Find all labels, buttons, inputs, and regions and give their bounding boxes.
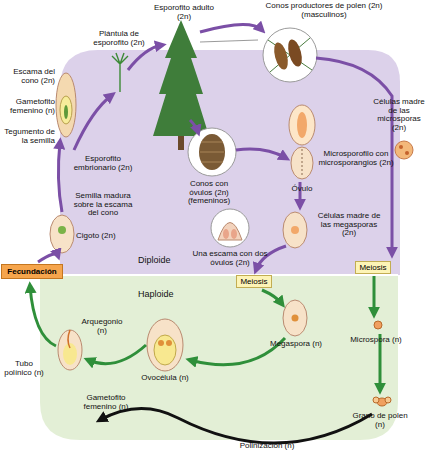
process-box: Fecundación: [1, 264, 63, 279]
stage-label: Gametofito femenino (n): [1, 98, 55, 115]
box-text: Meiosis: [359, 264, 386, 272]
ovule: [147, 319, 183, 371]
stage-label: Óvulo: [286, 185, 318, 194]
stage-label: Cigoto (2n): [76, 232, 120, 241]
stage-label: Polinización (n): [232, 442, 302, 451]
megaspore: [292, 315, 299, 322]
egg-cell: [158, 340, 164, 346]
phase-divider: [40, 274, 398, 276]
zoom-circle: [188, 128, 236, 176]
stage-label: Tegumento de la semilla: [1, 128, 55, 145]
box-text: Meiosis: [240, 278, 267, 286]
cycle-arrow: [38, 254, 58, 262]
stage-label: Ovocélula (n): [138, 374, 192, 383]
cone-scale: [56, 73, 76, 137]
ovule: [50, 215, 74, 253]
cell-dot: [405, 151, 409, 155]
stage-label: Esporofito embrionario (2n): [72, 155, 134, 172]
tree-trunk: [178, 136, 184, 150]
haploid-region: [40, 275, 398, 440]
pollen-wing: [373, 397, 379, 403]
cycle-arrow: [128, 45, 162, 70]
stage-label: Semilla madura sobre la escama del cono: [70, 192, 136, 218]
stage-label: Microspora (n): [346, 336, 406, 345]
ovule: [223, 229, 229, 239]
microsporocytes: [395, 141, 413, 159]
zoom-circle: [263, 28, 317, 82]
ovulate-cone: [199, 134, 225, 170]
stage-label: Células madre de las megasporas (2n): [316, 212, 382, 238]
pollen-wing: [385, 397, 391, 403]
egg-cell: [166, 340, 172, 346]
phase-box: Meiosis: [355, 261, 391, 274]
cycle-arrow: [200, 24, 262, 32]
stage-label: Microsporofilo con microsporangios (2n): [318, 150, 394, 167]
stage-label: Una escama con dos óvulos (2n): [188, 250, 272, 267]
cycle-arrow: [74, 95, 112, 150]
zygote: [58, 226, 66, 234]
embryo: [64, 105, 68, 119]
cycle-arrows: [30, 276, 380, 390]
ovule: [291, 147, 313, 179]
leader-line: [200, 40, 258, 42]
pine-tree: [153, 20, 209, 136]
diploid-region: [60, 50, 400, 275]
cycle-arrow: [30, 286, 56, 346]
cycle-arrow: [236, 149, 286, 158]
zoom-circle: [211, 209, 249, 247]
stage-label: Células madre de las microsporas (2n): [370, 98, 428, 133]
ovule: [231, 229, 237, 239]
stage-label: Conos con óvulos (2n) (femeninos): [178, 180, 240, 206]
cone-scales: [200, 142, 224, 162]
stage-label: Diploide: [138, 256, 188, 266]
seed: [60, 96, 72, 124]
microspore: [374, 321, 382, 329]
cycle-arrow: [262, 290, 282, 304]
female-gametophyte: [154, 335, 176, 365]
stage-label: Haploide: [138, 290, 188, 300]
pollen-cone: [272, 41, 291, 71]
phase-box: Meiosis: [236, 275, 272, 288]
stage-label: Escama del cono (2n): [1, 68, 55, 85]
pollination-arrow: [100, 408, 372, 443]
cycle-arrow: [190, 120, 198, 132]
ovule: [58, 330, 82, 370]
stage-label: Tubo polínico (n): [1, 360, 47, 377]
cycle-arrow: [373, 276, 376, 314]
cycle-arrows: [38, 24, 392, 270]
cone-scale: [218, 223, 242, 241]
stage-label: Conos productores de polen (2n) (masculi…: [262, 2, 386, 19]
cell-dot: [399, 145, 403, 149]
stage-label: Megaspora (n): [268, 340, 324, 349]
stage-label: Plántula de esporofito (2n): [90, 30, 148, 47]
ovule-axis: [302, 149, 303, 177]
ovule: [283, 300, 307, 336]
stage-label: Grano de polen (n): [350, 412, 410, 429]
cycle-arrow: [58, 142, 62, 212]
needles: [268, 38, 312, 72]
box-text: Fecundación: [7, 268, 56, 276]
seedling: [112, 53, 128, 92]
pollen-cone: [286, 38, 305, 68]
stage-label: Gametofito femenino (n): [78, 394, 134, 411]
cycle-arrow: [88, 345, 146, 364]
microsporangium: [297, 112, 307, 138]
ovule: [283, 212, 307, 248]
pollen-tube: [68, 330, 70, 348]
megasporocyte: [291, 226, 299, 234]
microsporophyll: [289, 105, 315, 145]
stage-label: Esporofito adulto (2n): [150, 4, 218, 21]
stage-label: Arquegonio (n): [80, 318, 124, 335]
